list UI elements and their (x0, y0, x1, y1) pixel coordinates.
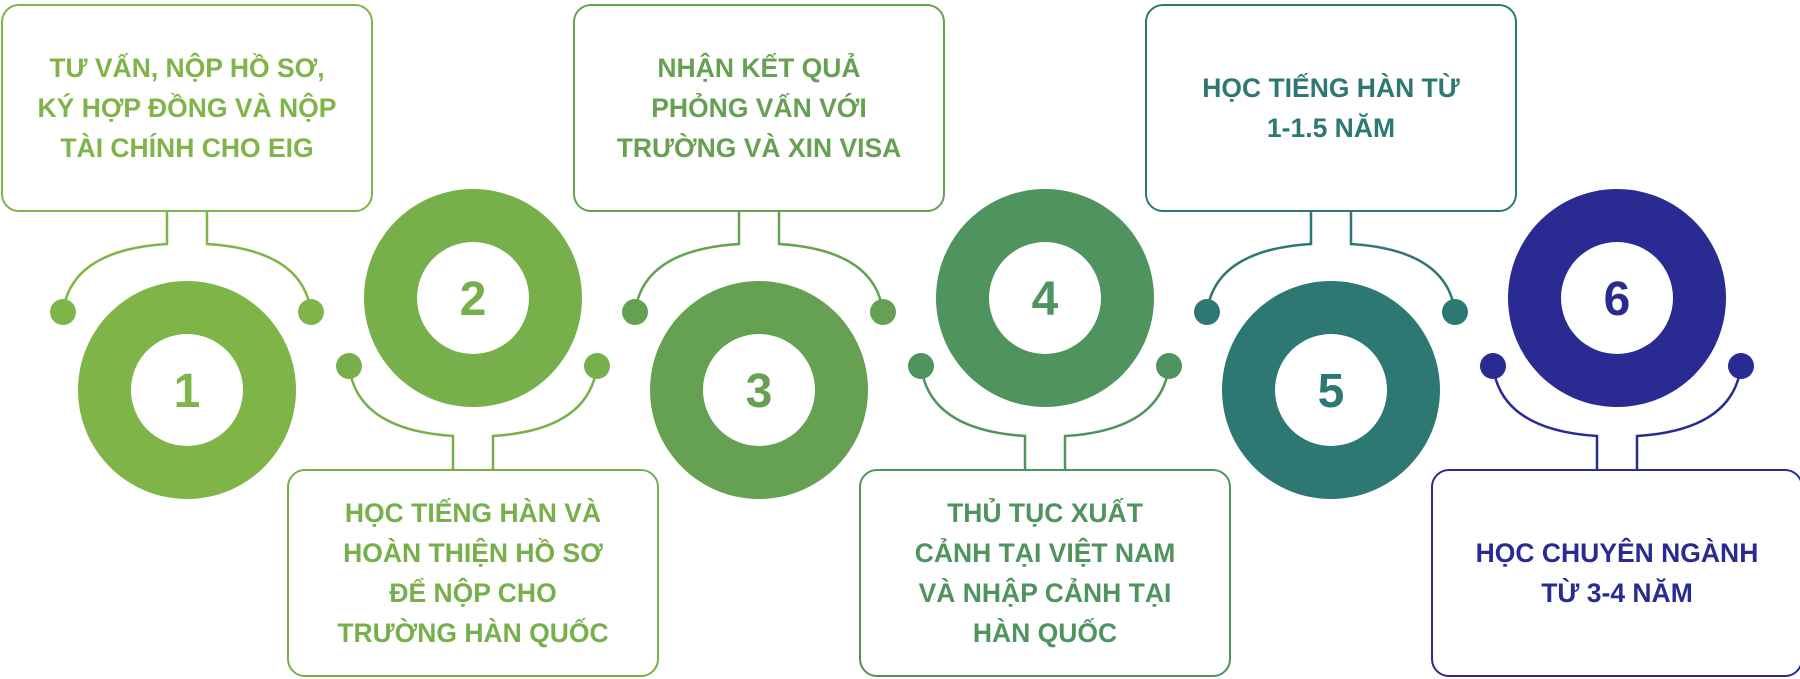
step-5-box: HỌC TIẾNG HÀN TỪ 1-1.5 NĂM (1145, 4, 1517, 212)
step-1-text: TƯ VẤN, NỘP HỒ SƠ, KÝ HỢP ĐỒNG VÀ NỘP TÀ… (37, 53, 337, 163)
connector-right (205, 212, 313, 313)
step-6-text: HỌC CHUYÊN NGÀNH TỪ 3-4 NĂM (1475, 538, 1759, 608)
connector-dot-left (1480, 353, 1506, 379)
step-3-text: NHẬN KẾT QUẢ PHỎNG VẤN VỚI TRƯỜNG VÀ XIN… (616, 53, 902, 163)
step-2-text: HỌC TIẾNG HÀN VÀ HOÀN THIỆN HỒ SƠ ĐỂ NỘP… (337, 498, 609, 648)
step-5: 5 (1194, 212, 1468, 499)
step-1: 1 (50, 212, 324, 499)
connector-dot-left (1194, 299, 1220, 325)
step-ring-center (989, 242, 1101, 354)
step-ring-center (703, 334, 815, 446)
step-number: 6 (1604, 273, 1631, 326)
connector-left (919, 365, 1027, 469)
step-ring-center (131, 334, 243, 446)
connector-dot-left (50, 299, 76, 325)
step-2-box: HỌC TIẾNG HÀN VÀ HOÀN THIỆN HỒ SƠ ĐỂ NỘP… (287, 469, 659, 677)
step-4: 4 (908, 189, 1182, 469)
connector-dot-left (908, 353, 934, 379)
step-ring-center (417, 242, 529, 354)
connector-left (633, 212, 741, 313)
step-number: 4 (1032, 273, 1059, 326)
connector-dot-right (584, 353, 610, 379)
connector-right (1349, 212, 1457, 313)
step-5-text: HỌC TIẾNG HÀN TỪ 1-1.5 NĂM (1202, 73, 1460, 143)
step-2: 2 (336, 189, 610, 469)
connector-dot-right (1728, 353, 1754, 379)
step-4-box: THỦ TỤC XUẤT CẢNH TẠI VIỆT NAM VÀ NHẬP C… (859, 469, 1231, 677)
connector-right (491, 365, 599, 469)
step-4-text: THỦ TỤC XUẤT CẢNH TẠI VIỆT NAM VÀ NHẬP C… (914, 498, 1176, 648)
step-6-box: HỌC CHUYÊN NGÀNH TỪ 3-4 NĂM (1431, 469, 1800, 677)
step-6: 6 (1480, 189, 1754, 469)
step-number: 3 (746, 365, 773, 418)
connector-left (1491, 365, 1599, 469)
connector-dot-right (298, 299, 324, 325)
step-3-box: NHẬN KẾT QUẢ PHỎNG VẤN VỚI TRƯỜNG VÀ XIN… (573, 4, 945, 212)
connector-left (1205, 212, 1313, 313)
step-ring-center (1275, 334, 1387, 446)
step-number: 2 (460, 273, 487, 326)
step-number: 1 (174, 365, 201, 418)
connector-dot-left (336, 353, 362, 379)
step-1-box: TƯ VẤN, NỘP HỒ SƠ, KÝ HỢP ĐỒNG VÀ NỘP TÀ… (1, 4, 373, 212)
connector-dot-right (870, 299, 896, 325)
connector-right (1063, 365, 1171, 469)
step-3: 3 (622, 212, 896, 499)
connector-left (61, 212, 169, 313)
connector-left (347, 365, 455, 469)
step-ring-center (1561, 242, 1673, 354)
connector-dot-right (1442, 299, 1468, 325)
connector-dot-right (1156, 353, 1182, 379)
connector-right (1635, 365, 1743, 469)
step-number: 5 (1318, 365, 1345, 418)
connector-dot-left (622, 299, 648, 325)
connector-right (777, 212, 885, 313)
